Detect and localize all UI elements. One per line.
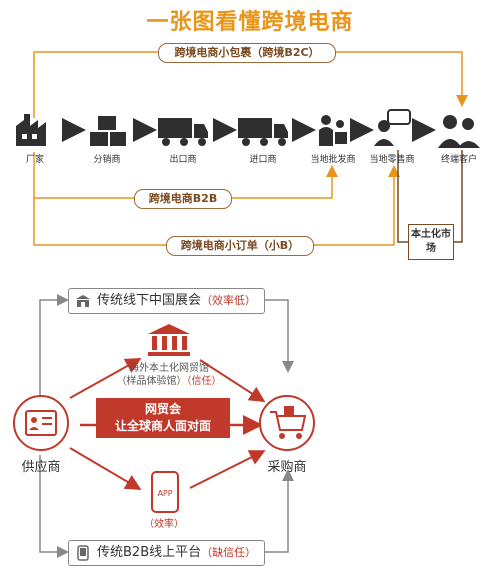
local-market-box: 本土化市场 [408, 224, 454, 260]
node-label-exporter: 出口商 [169, 155, 197, 165]
node-label-factory: 厂家 [25, 155, 44, 165]
retailer-icon [374, 109, 411, 146]
factory-icon [16, 114, 46, 146]
overseas-hall-text: 海外本土化网贸馆 （样品体验馆）（信任） [112, 362, 226, 388]
node-label-distributor: 分销商 [93, 155, 121, 165]
offline-expo-note: （效率低） [201, 294, 257, 307]
node-label-retailer: 当地零售商 [369, 155, 415, 165]
boxes-icon [90, 116, 126, 146]
overseas-hall-line2: （样品体验馆） [116, 376, 187, 387]
node-label-customer: 终端客户 [440, 155, 477, 165]
wholesaler-icon [319, 115, 347, 146]
supplier-label: 供应商 [21, 460, 61, 475]
offline-expo-box: 传统线下中国展会（效率低） [68, 288, 266, 314]
customer-icon [438, 115, 480, 148]
store-icon [76, 295, 90, 307]
page-title: 一张图看懂跨境电商 [146, 10, 354, 35]
trade-fair-title: 网贸会 [144, 402, 181, 416]
buyer-label: 采购商 [267, 460, 307, 475]
overseas-hall-line1: 海外本土化网贸馆 [129, 363, 209, 374]
trade-fair-box: 网贸会 让全球商人面对面 [96, 398, 230, 438]
supplier-icon [13, 395, 69, 451]
offline-expo-label: 传统线下中国展会 [97, 293, 202, 308]
overseas-hall-note: （信任） [186, 376, 222, 387]
node-label-importer: 进口商 [249, 155, 277, 165]
route-b2c-label: 跨境电商小包裹（跨境B2C） [158, 43, 336, 63]
bank-icon [148, 324, 190, 356]
node-label-wholesaler: 当地批发商 [310, 155, 356, 165]
online-b2b-box: 传统B2B线上平台（缺信任） [68, 540, 266, 566]
online-b2b-label: 传统B2B线上平台 [97, 545, 202, 560]
trade-fair-subtitle: 让全球商人面对面 [114, 419, 211, 433]
truck-icon [238, 118, 288, 146]
app-note: （效率） [144, 519, 184, 530]
route-b2b-label: 跨境电商B2B [134, 189, 232, 209]
route-small-order-label: 跨境电商小订单（小B） [166, 236, 314, 256]
phone-icon [77, 545, 89, 561]
app-label: APP [157, 489, 172, 498]
shopping-cart-icon [259, 395, 315, 451]
mobile-app-icon: APP [151, 471, 179, 513]
online-b2b-note: （缺信任） [201, 546, 257, 559]
truck-icon [158, 118, 208, 146]
